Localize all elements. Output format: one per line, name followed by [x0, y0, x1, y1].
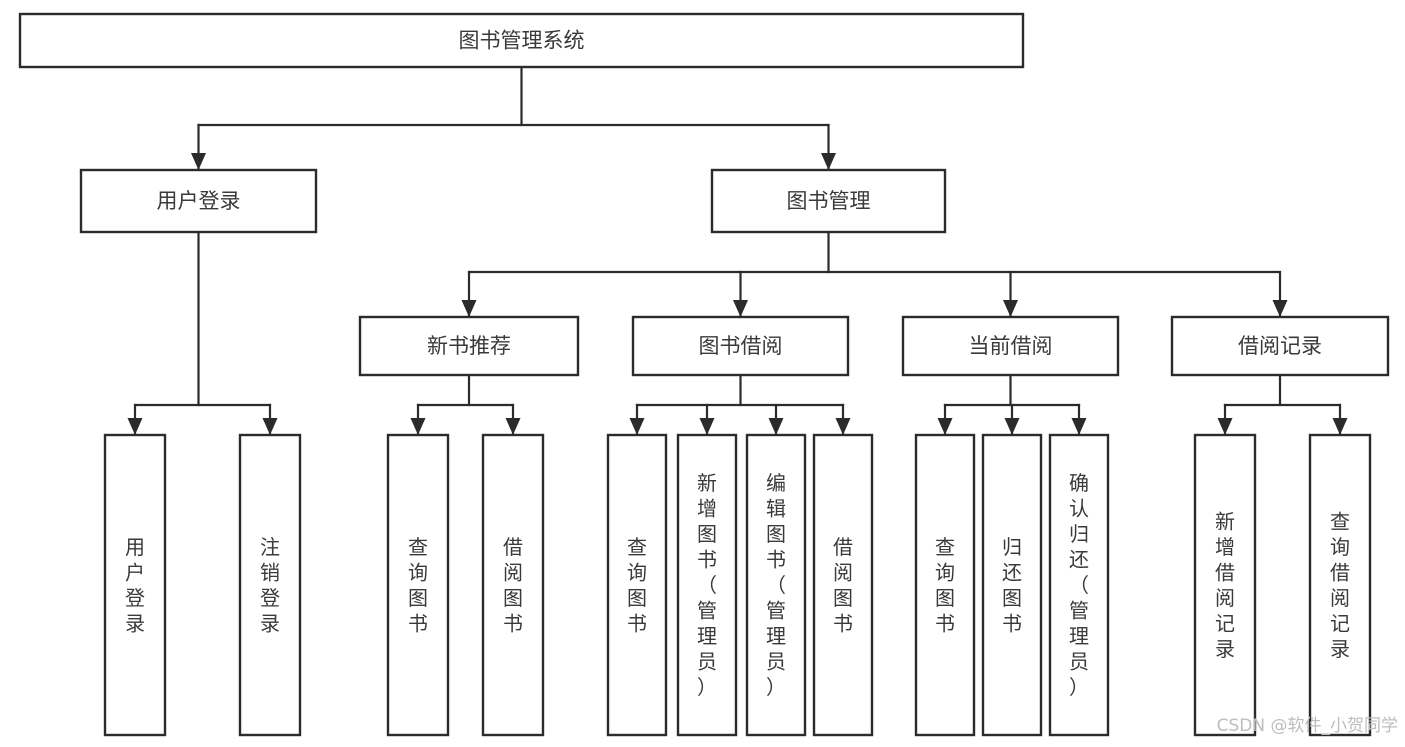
arrow-head	[1272, 300, 1288, 317]
node-leaf-borrow-book-1[interactable]: 借阅图书	[481, 433, 545, 737]
node-leaf-query-book-1[interactable]: 查询图书	[386, 433, 450, 737]
node-box	[901, 315, 1120, 377]
node-label: 新增图书（管理员）	[697, 471, 717, 699]
node-box	[103, 433, 167, 737]
node-label: 查询图书	[935, 535, 955, 636]
node-label: 图书借阅	[699, 334, 783, 358]
connector-layer	[127, 65, 1348, 437]
node-label: 编辑图书（管理员）	[766, 471, 786, 699]
arrow-head	[1217, 418, 1233, 435]
node-box	[481, 433, 545, 737]
node-box	[1308, 433, 1372, 737]
node-box	[812, 433, 874, 737]
arrow-head	[1004, 418, 1020, 435]
node-leaf-confirm-return[interactable]: 确认归还（管理员）	[1048, 433, 1110, 737]
node-box	[606, 433, 668, 737]
node-label: 图书管理	[787, 189, 871, 213]
node-leaf-return-book[interactable]: 归还图书	[981, 433, 1043, 737]
arrow-head	[410, 418, 426, 435]
node-box	[358, 315, 580, 377]
node-label: 借阅图书	[833, 535, 853, 636]
csdn-watermark: CSDN @软件_小贺同学	[1217, 716, 1398, 736]
node-label: 用户登录	[125, 535, 145, 636]
arrow-head	[733, 300, 748, 317]
arrow-head	[505, 418, 521, 435]
node-leaf-add-book[interactable]: 新增图书（管理员）	[676, 433, 738, 737]
node-borrow-record[interactable]: 借阅记录	[1170, 315, 1390, 377]
node-user-login[interactable]: 用户登录	[79, 168, 318, 234]
node-label: 归还图书	[1002, 535, 1022, 636]
node-label: 新书推荐	[427, 334, 511, 358]
node-box	[631, 315, 850, 377]
node-leaf-user-logout[interactable]: 注销登录	[238, 433, 302, 737]
node-book-borrow[interactable]: 图书借阅	[631, 315, 850, 377]
node-leaf-add-record[interactable]: 新增借阅记录	[1193, 433, 1257, 737]
node-leaf-borrow-book-2[interactable]: 借阅图书	[812, 433, 874, 737]
node-leaf-query-book-2[interactable]: 查询图书	[606, 433, 668, 737]
node-label: 注销登录	[260, 535, 280, 636]
node-label: 借阅记录	[1238, 334, 1322, 358]
node-box	[1170, 315, 1390, 377]
arrow-head	[835, 418, 851, 435]
node-label: 确认归还（管理员）	[1069, 471, 1089, 699]
node-box	[981, 433, 1043, 737]
arrow-head	[629, 418, 645, 435]
node-leaf-user-login[interactable]: 用户登录	[103, 433, 167, 737]
arrow-head	[821, 153, 836, 170]
arrow-head	[127, 418, 143, 435]
node-leaf-query-book-3[interactable]: 查询图书	[914, 433, 976, 737]
node-current-borrow[interactable]: 当前借阅	[901, 315, 1120, 377]
node-label: 查询图书	[627, 535, 647, 636]
node-label: 借阅图书	[503, 535, 523, 636]
node-label: 当前借阅	[969, 334, 1053, 358]
arrow-head	[191, 153, 206, 170]
node-root[interactable]: 图书管理系统	[18, 12, 1025, 69]
node-layer: 图书管理系统用户登录图书管理新书推荐图书借阅当前借阅借阅记录用户登录注销登录查询…	[18, 12, 1390, 737]
arrow-head	[937, 418, 953, 435]
node-box	[710, 168, 947, 234]
node-box	[18, 12, 1025, 69]
node-label: 图书管理系统	[459, 29, 585, 53]
node-box	[745, 433, 807, 737]
node-label: 查询图书	[408, 535, 428, 636]
node-book-manage[interactable]: 图书管理	[710, 168, 947, 234]
node-box	[676, 433, 738, 737]
arrow-head	[768, 418, 784, 435]
node-leaf-query-record[interactable]: 查询借阅记录	[1308, 433, 1372, 737]
arrow-head	[1003, 300, 1018, 317]
node-box	[386, 433, 450, 737]
node-leaf-edit-book[interactable]: 编辑图书（管理员）	[745, 433, 807, 737]
node-new-book-rec[interactable]: 新书推荐	[358, 315, 580, 377]
node-label: 新增借阅记录	[1215, 509, 1235, 661]
arrow-head	[699, 418, 715, 435]
arrow-head	[461, 300, 477, 317]
node-box	[1048, 433, 1110, 737]
node-box	[79, 168, 318, 234]
node-box	[1193, 433, 1257, 737]
node-label: 用户登录	[157, 189, 241, 213]
arrow-head	[262, 418, 278, 435]
arrow-head	[1332, 418, 1348, 435]
arrow-head	[1071, 418, 1087, 435]
node-box	[238, 433, 302, 737]
node-label: 查询借阅记录	[1330, 509, 1350, 661]
node-box	[914, 433, 976, 737]
